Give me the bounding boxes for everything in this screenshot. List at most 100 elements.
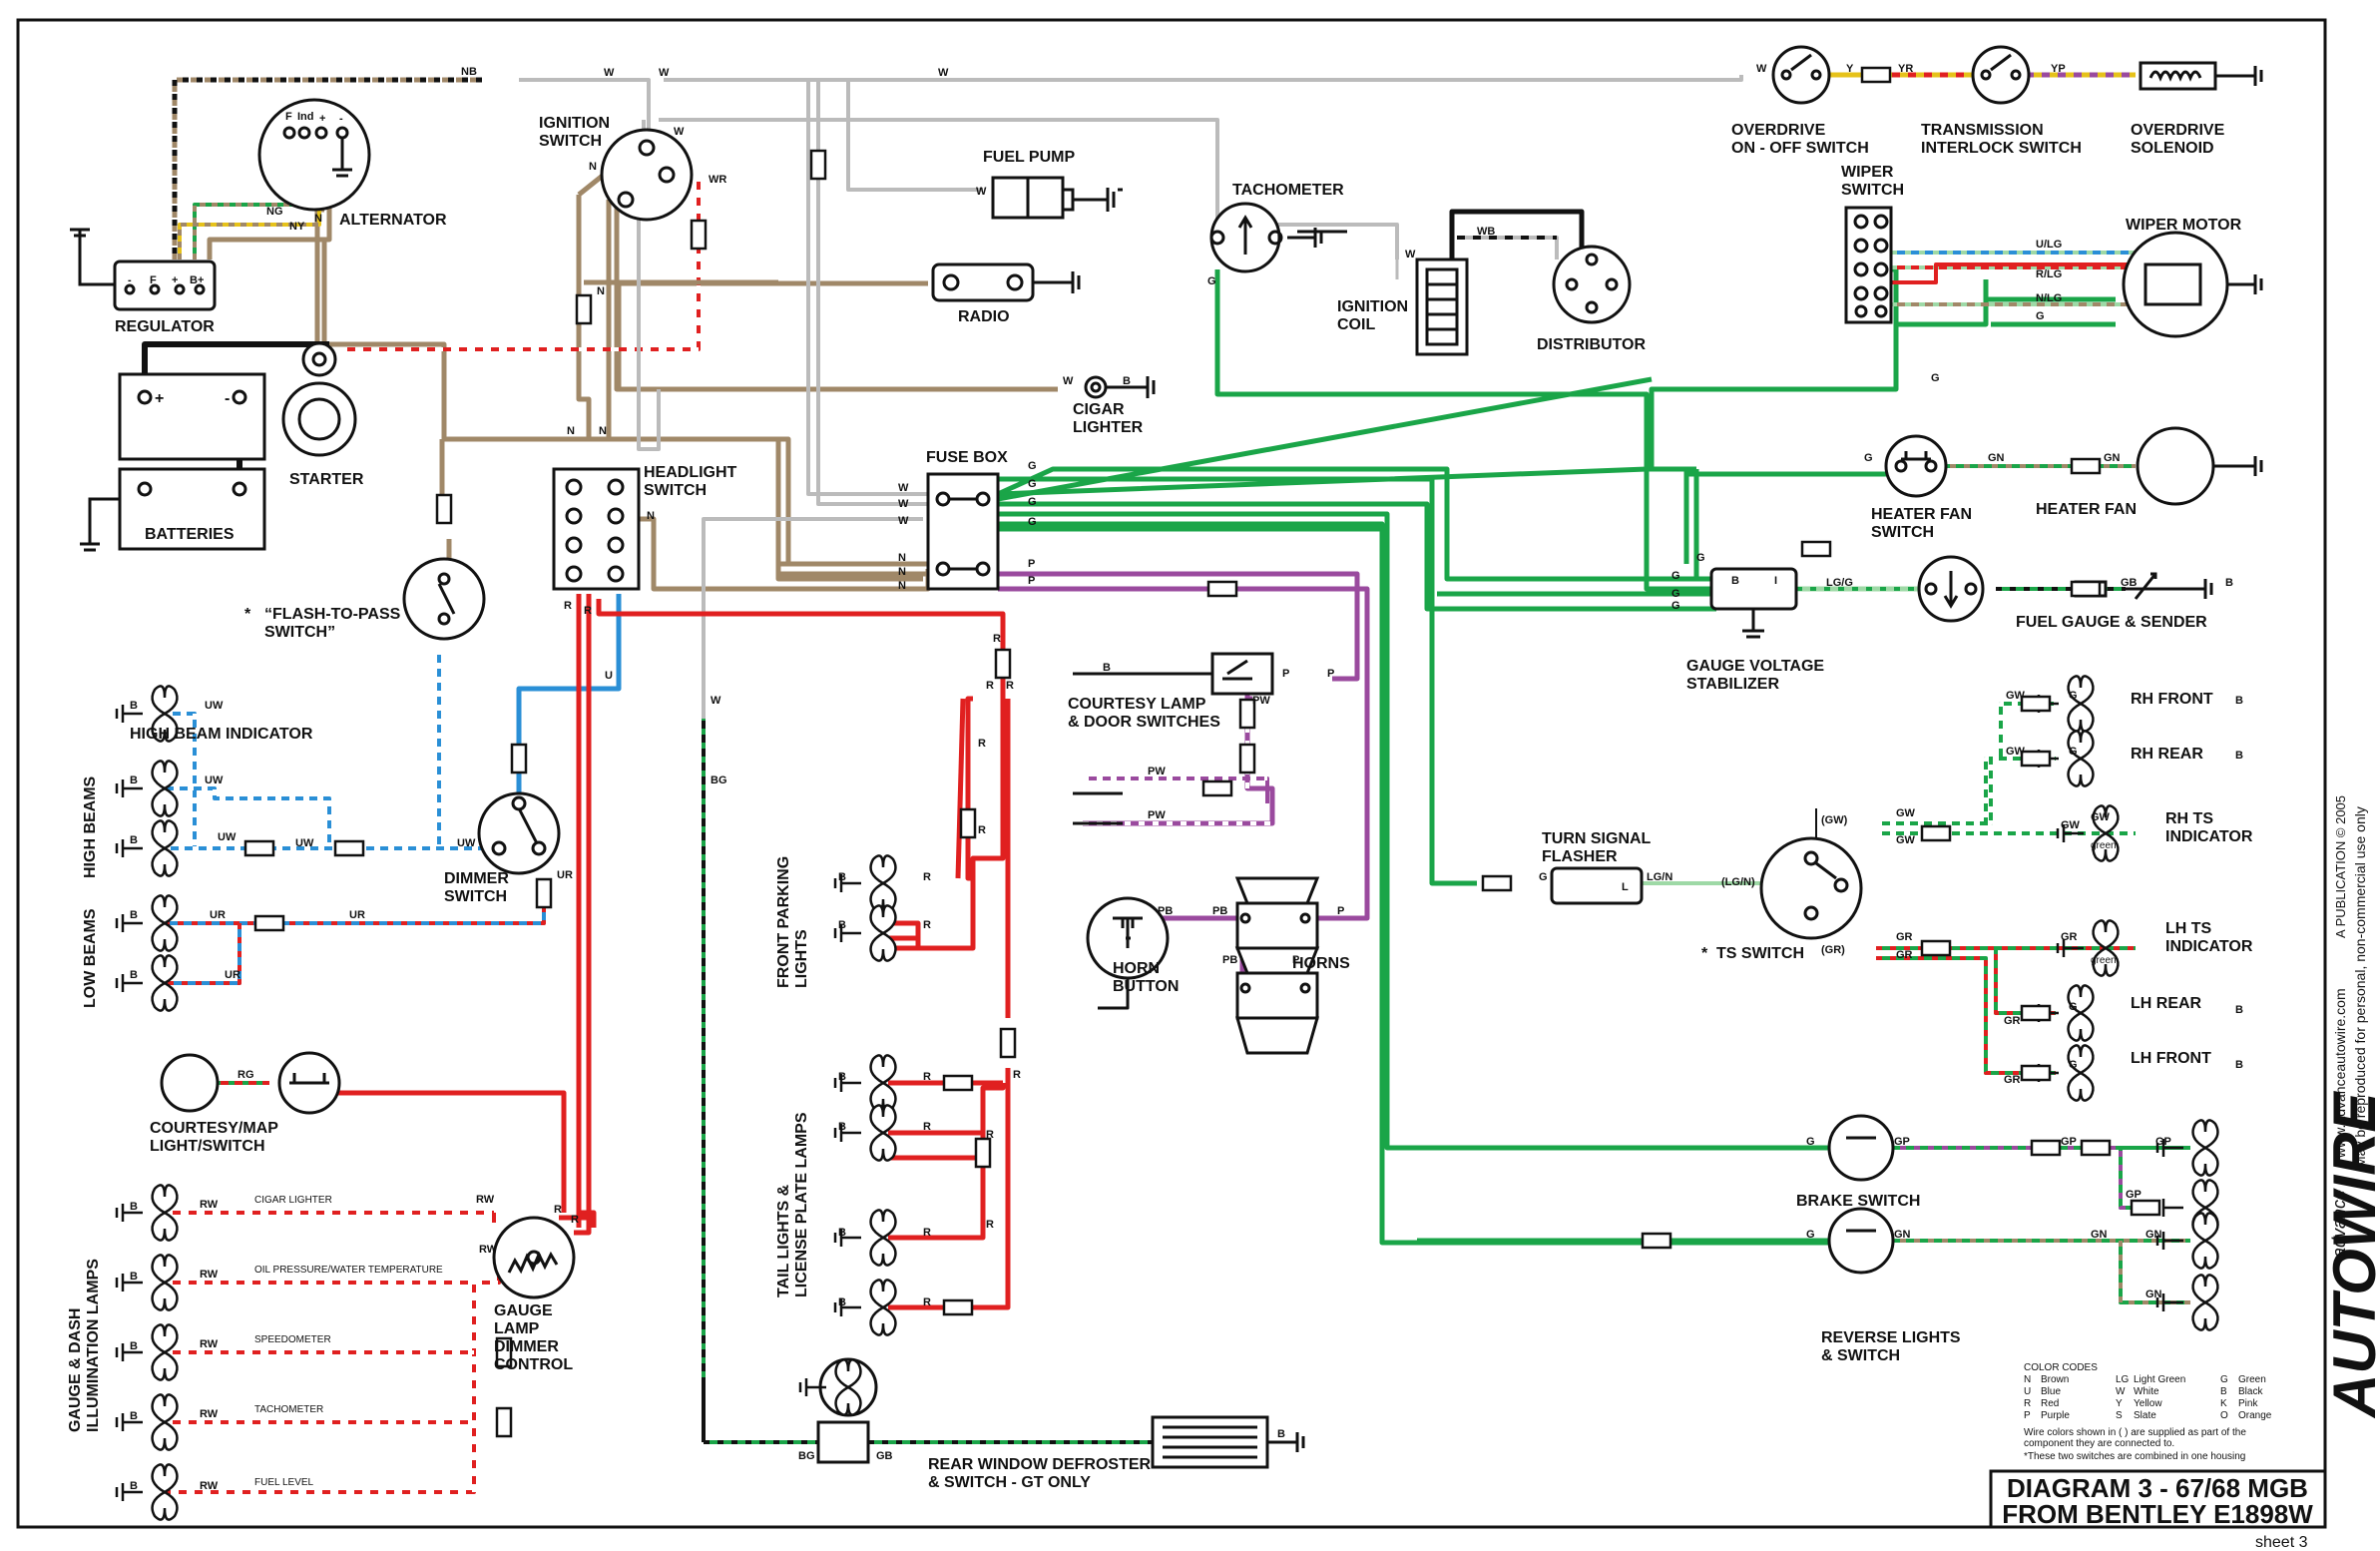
term-ind: Ind: [297, 111, 314, 123]
bulb-group: [115, 675, 2219, 1521]
label-line: OVERDRIVE: [1731, 122, 1826, 139]
title-line1: DIAGRAM 3 - 67/68 MGB: [2007, 1473, 2308, 1503]
legend-cell: O: [2220, 1410, 2228, 1421]
term-plus: +: [319, 113, 325, 125]
diagram-frame: [16, 18, 2327, 1529]
wl-g-rhr: G: [2069, 746, 2078, 758]
wl-ng: NG: [266, 206, 283, 218]
inline-fuse-icon: [809, 149, 827, 181]
wl-ny: NY: [289, 221, 305, 233]
wl-b-d4: B: [130, 1410, 138, 1422]
inline-fuse-icon: [2070, 457, 2102, 475]
label-tail-lights: TAIL LIGHTS &LICENSE PLATE LAMPS: [775, 1112, 810, 1297]
legend-cell: Brown: [2041, 1374, 2069, 1385]
components: [70, 45, 2263, 1469]
wl-ur3: UR: [225, 969, 240, 981]
wl-yp: YP: [2051, 63, 2066, 75]
wl-gp2: GP: [2061, 1136, 2077, 1148]
wl-gr4: GR: [2004, 1015, 2021, 1027]
wl-lgn: LG/N: [1647, 871, 1672, 883]
reg-term-f: F: [150, 274, 157, 286]
dash-lamp-cigar: CIGAR LIGHTER: [254, 1195, 332, 1206]
label-line: LIGHTS: [793, 929, 810, 988]
wl-g-fuse2: G: [1028, 478, 1037, 490]
wl-w-bg: W: [711, 695, 721, 707]
wl-gw2: GW: [1896, 834, 1916, 846]
label-line: IGNITION: [539, 115, 610, 132]
wl-pb1: PB: [1158, 905, 1173, 917]
wl-nlg: N/LG: [2036, 292, 2062, 304]
legend-cell: Black: [2238, 1386, 2263, 1397]
wl-r-fp4: R: [978, 738, 986, 750]
wl-r-dimmer2: R: [571, 1214, 579, 1226]
inline-fuse-icon: [333, 839, 365, 857]
label-line: “FLASH-TO-PASS: [264, 606, 401, 623]
wl-b-hb3: B: [130, 834, 138, 846]
label-lh-rear: LH REAR: [2131, 995, 2202, 1012]
wl-w-cig: W: [1063, 375, 1074, 387]
wl-gn2: GN: [2091, 1229, 2108, 1241]
wl-lgg: LG/G: [1826, 577, 1853, 589]
wl-pb2: PB: [1212, 905, 1227, 917]
bulb-icon: [115, 1184, 179, 1242]
wl-g-stab2: G: [1671, 570, 1680, 582]
wl-gw5: GW: [2061, 819, 2081, 831]
inline-fuse-icon: [2080, 1139, 2112, 1157]
bulb-icon: [833, 1054, 897, 1112]
wl-g-tach: G: [1207, 275, 1216, 287]
wl-ur4: UR: [557, 869, 573, 881]
wl-b-lhf: B: [2235, 1059, 2243, 1071]
label-gauge-dash-lamps: GAUGE & DASHILLUMINATION LAMPS: [67, 1259, 102, 1432]
wl-gwp: (GW): [1821, 814, 1848, 826]
legend-cell: White: [2134, 1386, 2159, 1397]
sheet-label: sheet 3: [2255, 1534, 2308, 1551]
wl-wr: WR: [709, 174, 726, 186]
bulb-icon: [2155, 1212, 2219, 1270]
legend-cell: Y: [2116, 1398, 2123, 1409]
wl-gw6: GW: [2091, 811, 2111, 823]
wl-r-tl2: R: [923, 1071, 931, 1083]
wl-gw4: GW: [2006, 746, 2026, 758]
wl-r-fp5: R: [978, 824, 986, 836]
wl-gb2: GB: [876, 1450, 893, 1462]
wl-b-lhr: B: [2235, 1004, 2243, 1016]
wl-p-fuse2: P: [1028, 575, 1035, 587]
label-line: HEADLIGHT: [644, 464, 737, 481]
wl-b-tl2: B: [838, 1121, 846, 1133]
label-ts-switch: TS SWITCH: [1716, 945, 1804, 962]
reg-term-minus: -: [128, 274, 132, 286]
wl-g-fuse4: G: [1028, 516, 1037, 528]
inline-fuse-icon: [1206, 580, 1238, 598]
inline-fuse-icon: [2020, 1004, 2052, 1022]
wl-b-fp1: B: [838, 871, 846, 883]
inline-fuse-icon: [959, 807, 977, 839]
wl-r-tl3: R: [923, 1121, 931, 1133]
label-low-beams: LOW BEAMS: [82, 908, 99, 1008]
wl-pb3: PB: [1222, 954, 1237, 966]
legend-cell: Blue: [2041, 1386, 2061, 1397]
inline-fuse-icon: [1920, 824, 1952, 842]
label-line: HEATER FAN: [1871, 506, 1972, 523]
wl-y: Y: [1846, 63, 1854, 75]
label-front-parking: FRONT PARKINGLIGHTS: [775, 856, 810, 988]
wl-b-d3: B: [130, 1340, 138, 1352]
wl-b-cig: B: [1123, 375, 1131, 387]
wl-b-tl1: B: [838, 1071, 846, 1083]
wl-r-tl6: R: [986, 1129, 994, 1141]
inline-fuse-icon: [510, 743, 528, 775]
inline-fuse-icon: [2020, 695, 2052, 713]
legend-cell: Purple: [2041, 1410, 2070, 1421]
wl-b-tl4: B: [838, 1296, 846, 1308]
inline-fuse-icon: [999, 1027, 1017, 1059]
wl-gp4: GP: [2126, 1189, 2142, 1201]
bulb-icon: [2056, 919, 2120, 977]
legend-cell: P: [2024, 1410, 2031, 1421]
bulb-icon: [2056, 804, 2120, 862]
label-line: LAMP: [494, 1320, 540, 1337]
